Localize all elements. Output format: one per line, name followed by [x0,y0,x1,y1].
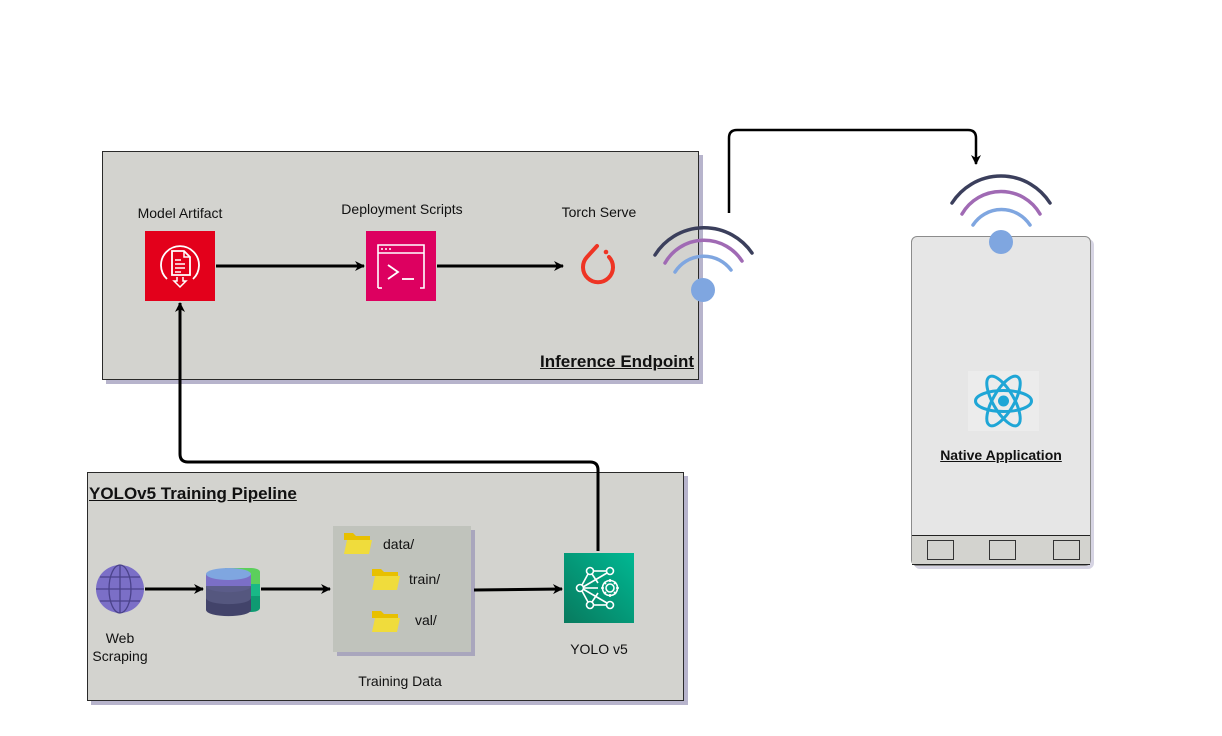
model-artifact-label: Model Artifact [137,205,223,221]
web-scraping-node[interactable] [95,564,145,614]
deployment-scripts-label: Deployment Scripts [341,201,463,217]
folder-val-label: val/ [415,612,437,628]
react-icon [974,374,1033,428]
inference-endpoint-title: Inference Endpoint [540,352,694,371]
wifi-icon-device [950,174,1052,227]
web-scraping-label: Web Scraping [92,630,148,664]
deployment-scripts-node[interactable] [366,231,436,301]
torch-serve-node[interactable] [577,240,623,292]
phone-nav-button-center[interactable] [989,540,1016,560]
arrow-endpoint-to-app [727,128,981,213]
ml-network-icon [575,566,619,610]
folder-val[interactable]: val/ [371,609,461,635]
pytorch-icon [581,244,615,285]
phone-nav-button-right[interactable] [1053,540,1080,560]
folder-icon [372,611,400,632]
native-application-title: Native Application [940,447,1062,463]
react-logo-box[interactable] [968,371,1039,431]
model-artifact-icon [160,245,200,289]
terminal-icon [377,244,425,289]
folder-train-label: train/ [409,571,441,587]
native-application-device: Native Application [911,236,1091,566]
yolo-v5-label: YOLO v5 [570,641,628,657]
folder-icon [372,569,400,590]
phone-nav-bar [912,535,1090,565]
folder-data-label: data/ [383,536,415,552]
torch-serve-label: Torch Serve [561,204,637,220]
folder-data[interactable]: data/ [343,531,433,557]
model-artifact-node[interactable] [145,231,215,301]
database-node[interactable] [205,562,261,618]
training-data-label: Training Data [358,673,442,689]
folder-train[interactable]: train/ [371,567,461,593]
training-pipeline-title: YOLOv5 Training Pipeline [89,484,297,503]
folder-icon [344,533,372,554]
globe-icon [96,564,144,614]
phone-nav-button-left[interactable] [927,540,954,560]
database-icon [206,568,260,617]
yolo-v5-node[interactable] [564,553,634,623]
